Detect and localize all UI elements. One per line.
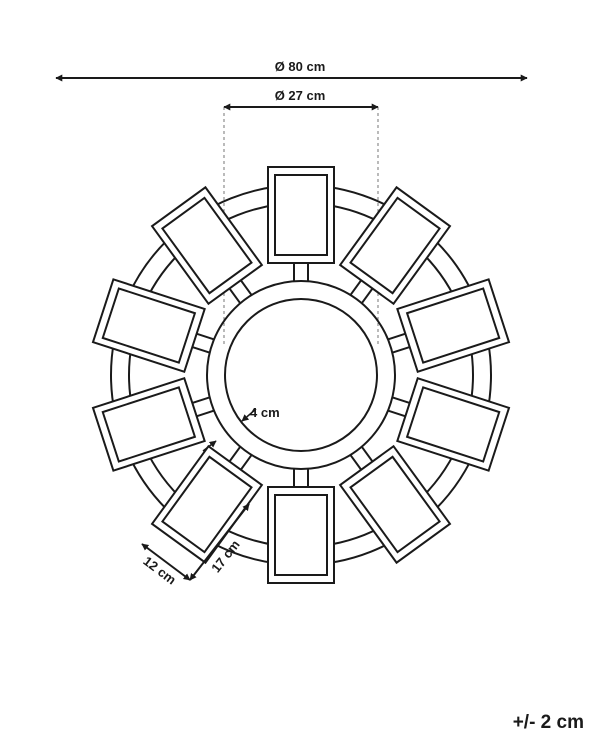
mirror-frame	[91, 166, 511, 584]
photo-frame	[267, 166, 335, 264]
mirror-diameter-dimension: Ø 27 cm	[223, 88, 379, 345]
border-dimension: 4 cm	[202, 405, 280, 452]
mirror-hub-outer	[206, 280, 396, 470]
photo-frame	[150, 185, 264, 306]
border-arrow-inner	[241, 408, 257, 422]
photo-frame	[91, 376, 206, 472]
photo-frame	[396, 278, 511, 374]
overall-diameter-label: Ø 80 cm	[275, 59, 326, 74]
photo-frame	[91, 278, 206, 374]
photo-frame	[338, 444, 452, 565]
border-arrow-outer	[202, 440, 217, 452]
tolerance-note: +/- 2 cm	[512, 712, 584, 733]
photo-frame	[267, 486, 335, 584]
mirror-diameter-label: Ø 27 cm	[275, 88, 326, 103]
photo-frames	[91, 166, 511, 584]
border-label: 4 cm	[250, 405, 280, 420]
photo-frame	[338, 185, 452, 306]
photo-frame	[396, 376, 511, 472]
frame-height-line	[189, 503, 250, 581]
central-mirror	[224, 298, 378, 452]
frame-width-line	[141, 543, 191, 581]
overall-diameter-dimension: Ø 80 cm	[55, 59, 528, 82]
